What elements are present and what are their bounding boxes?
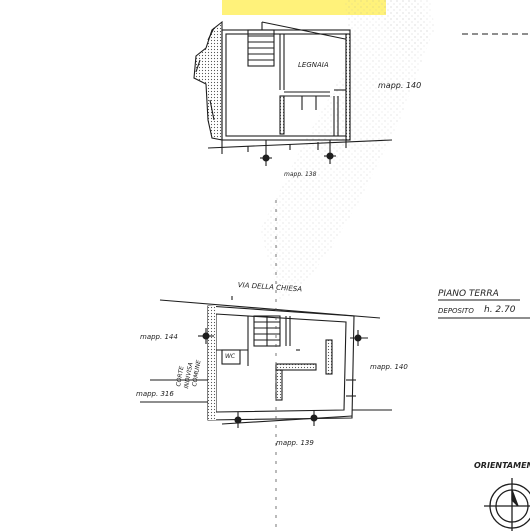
west-lot-label-bottom: mapp. 316 xyxy=(136,390,174,398)
section-marker xyxy=(310,410,318,426)
section-marker xyxy=(260,140,272,166)
compass-icon xyxy=(484,478,530,531)
room-label-legnaia: LEGNAIA xyxy=(298,61,329,69)
legend-subtitle-value: h. 2.70 xyxy=(484,305,516,315)
wc-label: WC xyxy=(225,353,236,360)
section-marker xyxy=(350,330,368,346)
stair-block xyxy=(253,315,281,347)
legend-subtitle-prefix: DEPOSITO xyxy=(438,307,474,315)
stipple-texture xyxy=(260,0,435,300)
section-marker xyxy=(234,412,242,428)
east-lot-label: mapp. 140 xyxy=(378,81,422,90)
highlight-strip xyxy=(222,0,386,15)
legend-rules xyxy=(438,299,530,319)
stair-block xyxy=(247,29,275,67)
south-lot-label-lower: mapp. 139 xyxy=(276,439,314,447)
lower-plan xyxy=(140,296,392,428)
section-marker xyxy=(324,140,336,164)
orientation-label: ORIENTAMENTO xyxy=(474,461,530,470)
section-marker xyxy=(198,328,214,344)
south-lot-label: mapp. 138 xyxy=(284,171,317,178)
legend-title: PIANO TERRA xyxy=(438,289,499,299)
upper-plan xyxy=(193,20,530,166)
west-lot-label-top: mapp. 144 xyxy=(140,333,178,341)
east-lot-label-lower: mapp. 140 xyxy=(370,363,408,371)
